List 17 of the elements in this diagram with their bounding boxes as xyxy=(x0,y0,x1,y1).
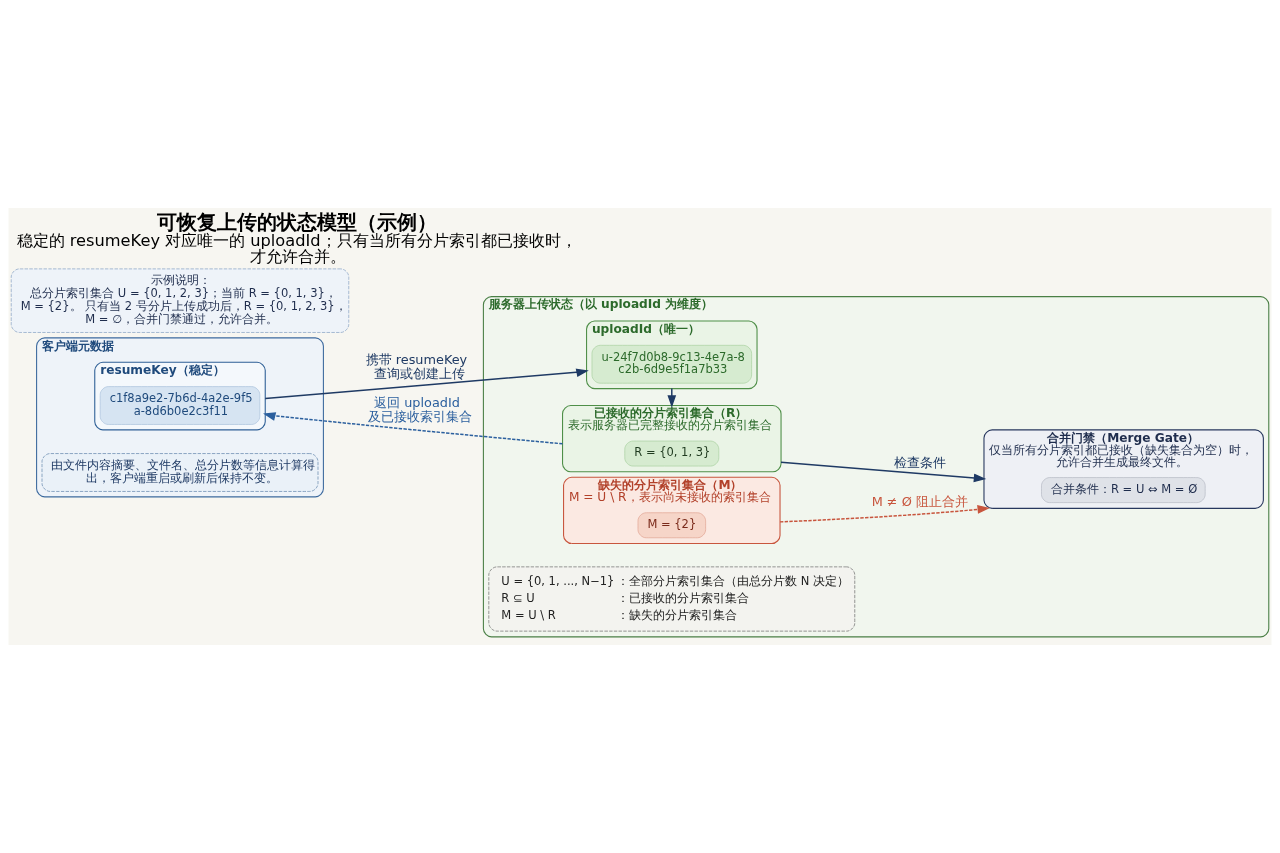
node-box: R = {0, 1, 3} xyxy=(624,440,720,467)
arrow xyxy=(263,412,564,445)
node-box: M = {2} xyxy=(637,512,706,539)
edge-label: 携带 resumeKey 查询或创建上传 xyxy=(365,351,468,381)
arrow xyxy=(667,387,677,408)
arrow xyxy=(264,368,589,400)
node-box: 示例说明： 总分片索引集合 U = {0, 1, 2, 3}；当前 R = {0, 1, 3}，M = {2}。 只有当 2 号分片上传成功后，R = {0, 1, 2, 3}，M = ∅，合并门禁通过，允许合并。 xyxy=(10,268,350,333)
node-box: U = {0, 1, ..., N−1} ：全部分片索引集合（由总分片数 N 决定） R ⊆ U ：已接收的分片索引集合 M = U \ R ：缺失的分片索引集合 xyxy=(488,566,856,632)
node-box: 合并条件：R = U ⇔ M = Ø xyxy=(1041,477,1206,503)
edge-label: 返回 uploadId 及已接收索引集合 xyxy=(367,395,472,425)
node-box: c1f8a9e2-7b6d-4a2e-9f5a-8d6b0e2c3f11 xyxy=(99,386,261,425)
edge-label: 检查条件 xyxy=(893,455,946,471)
arrow xyxy=(780,461,987,483)
edge-label: M ≠ Ø 阻止合并 xyxy=(871,494,968,510)
node-box: u-24f7d0b8-9c13-4e7a-8c2b-6d9e5f1a7b33 xyxy=(591,345,752,384)
arrow xyxy=(779,505,990,523)
node-box: 由文件内容摘要、文件名、总分片数等信息计算得出，客户端重启或刷新后保持不变。 xyxy=(41,453,319,492)
